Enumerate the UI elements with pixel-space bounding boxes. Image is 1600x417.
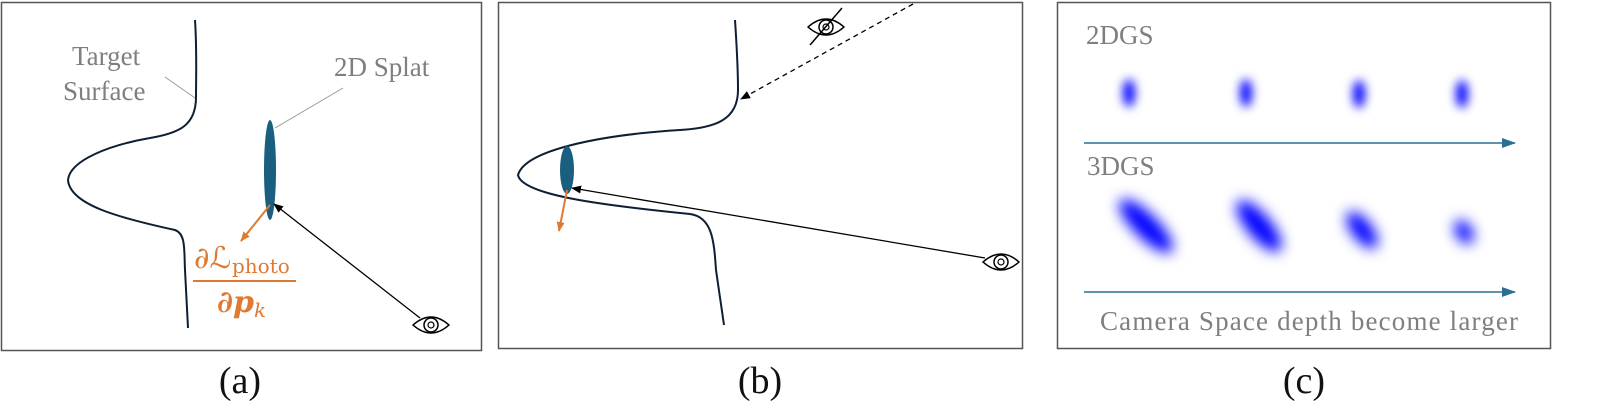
- occluded-ray-dashed-arrow: [740, 3, 914, 100]
- 2d-splat: [560, 146, 574, 194]
- eye-icon: [412, 316, 450, 334]
- 3dgs-gaussian: [1346, 211, 1378, 249]
- gradient-arrow: [240, 204, 271, 242]
- panel-c: 2DGS 3DGS Camera Space depth become larg…: [1056, 1, 1552, 402]
- 3dgs-gaussian: [1236, 200, 1282, 252]
- eye-icon: [982, 253, 1020, 271]
- formula-numerator-sub: photo: [232, 254, 290, 278]
- 2dgs-label: 2DGS: [1086, 20, 1154, 50]
- formula-denominator: ∂p: [217, 285, 254, 320]
- hidden-eye-icon: [807, 7, 845, 46]
- panel-b-frame: [497, 1, 1024, 350]
- panel-b: (b): [497, 1, 1024, 402]
- 2dgs-gaussian: [1240, 79, 1252, 107]
- target-label: Target: [72, 41, 141, 71]
- gradient-arrow: [556, 189, 568, 232]
- formula-numerator: ∂ℒ: [194, 241, 231, 276]
- panel-c-caption: (c): [1283, 360, 1325, 402]
- 2dgs-gaussian: [1123, 79, 1135, 107]
- panel-a-caption: (a): [219, 360, 261, 402]
- 3dgs-gaussian: [1119, 199, 1173, 253]
- 2d-splat: [264, 120, 276, 220]
- panel-a: Target Surface 2D Splat ∂ℒ photo ∂p k (a…: [0, 1, 483, 402]
- 2dgs-gaussians: [1123, 79, 1468, 108]
- surface-label: Surface: [63, 76, 145, 106]
- splat-label: 2D Splat: [334, 52, 430, 82]
- target-surface-curve: [516, 19, 740, 326]
- target-leader-line: [164, 76, 196, 99]
- 2dgs-gaussian: [1353, 80, 1365, 108]
- view-ray-arrow: [273, 203, 421, 319]
- 3dgs-gaussian: [1454, 220, 1474, 244]
- 3dgs-label: 3DGS: [1087, 151, 1155, 181]
- depth-axis-label: Camera Space depth become larger: [1100, 306, 1518, 336]
- splat-leader-line: [274, 87, 344, 129]
- 2dgs-gaussian: [1456, 80, 1468, 108]
- formula-denominator-sub: k: [254, 298, 266, 322]
- 3dgs-gaussians: [1119, 199, 1474, 253]
- gradient-formula: ∂ℒ photo ∂p k: [193, 241, 296, 322]
- target-surface-curve: [66, 19, 198, 329]
- panel-a-frame: [0, 1, 483, 352]
- panel-b-caption: (b): [738, 360, 782, 402]
- view-ray-arrow: [571, 185, 986, 259]
- panel-c-frame: [1056, 1, 1552, 350]
